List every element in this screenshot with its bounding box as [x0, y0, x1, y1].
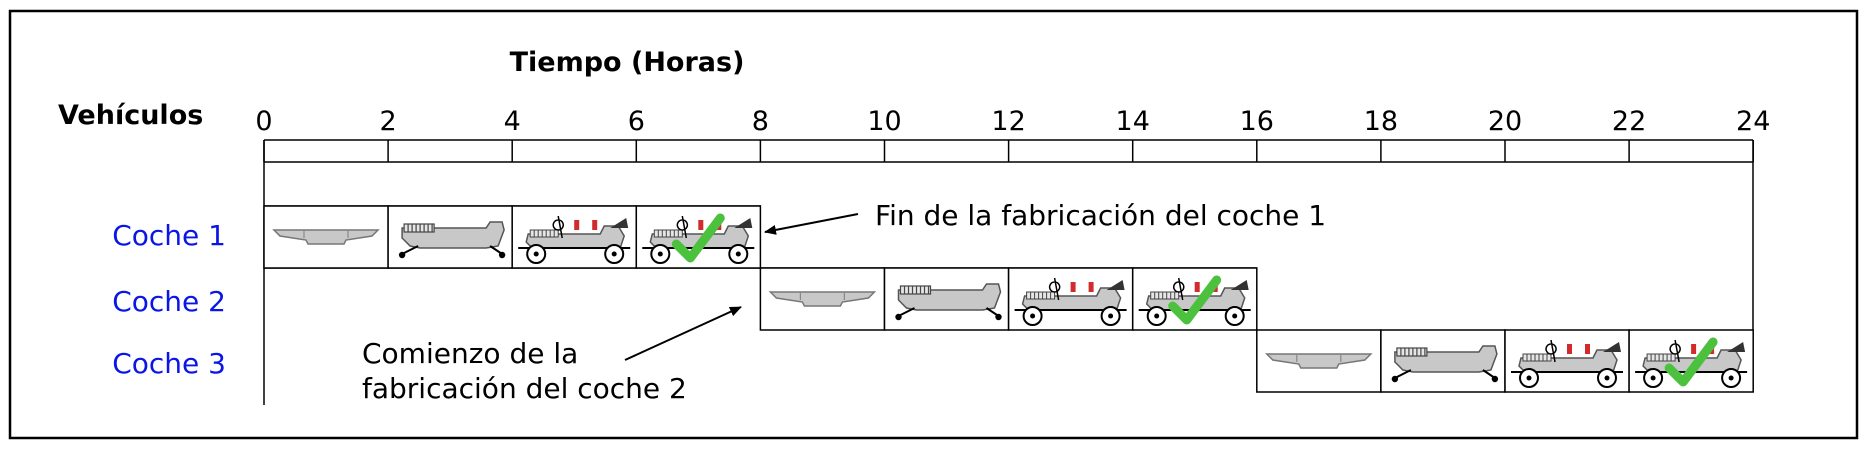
note-start-car2-line2: fabricación del coche 2 [362, 372, 687, 405]
row-header: Vehículos [58, 100, 203, 131]
stage-cell-2-4 [1131, 267, 1258, 331]
time-tick-label: 16 [1240, 106, 1274, 137]
stage-cell-3-2 [1380, 329, 1506, 393]
stage-cell-1-2 [387, 205, 513, 269]
stage-cell-3-4 [1628, 329, 1754, 393]
time-tick-label: 8 [752, 106, 769, 137]
vehicle-rows: Coche 1 Coche 2 Coche 3 [112, 219, 226, 380]
time-tick-label: 2 [380, 106, 397, 137]
time-tick-label: 4 [504, 106, 521, 137]
time-tick-label: 24 [1736, 106, 1770, 137]
row-label-coche-1: Coche 1 [112, 219, 226, 252]
stage-cell-3-1 [1256, 329, 1382, 393]
annotation-end-car1: Fin de la fabricación del coche 1 [764, 199, 1326, 235]
time-tick-label: 22 [1612, 106, 1646, 137]
time-tick-label: 0 [255, 106, 272, 137]
arrow-end-car1 [764, 213, 859, 235]
note-end-car1: Fin de la fabricación del coche 1 [875, 199, 1326, 232]
time-tick-label: 20 [1488, 106, 1522, 137]
note-start-car2-line1: Comienzo de la [362, 337, 578, 370]
stage-cell-1-4 [635, 205, 762, 269]
stage-cells [263, 205, 1754, 393]
time-tick-label: 6 [628, 106, 645, 137]
time-tick-label: 12 [991, 106, 1025, 137]
stage-cell-2-3 [1007, 267, 1134, 331]
stage-cell-1-3 [511, 205, 638, 269]
annotation-start-car2: Comienzo de la fabricación del coche 2 [362, 306, 742, 405]
stage-cell-2-2 [883, 267, 1010, 331]
time-tick-label: 10 [867, 106, 901, 137]
stage-cell-2-1 [759, 267, 886, 331]
row-label-coche-2: Coche 2 [112, 285, 226, 318]
diagram-title: Tiempo (Horas) [510, 47, 745, 78]
arrow-start-car2 [624, 306, 742, 361]
row-label-coche-3: Coche 3 [112, 347, 226, 380]
time-tick-label: 14 [1116, 106, 1150, 137]
stage-cell-1-1 [263, 205, 389, 269]
outer-frame [8, 9, 1859, 440]
time-tick-label: 18 [1364, 106, 1398, 137]
stage-cell-3-3 [1504, 329, 1630, 393]
